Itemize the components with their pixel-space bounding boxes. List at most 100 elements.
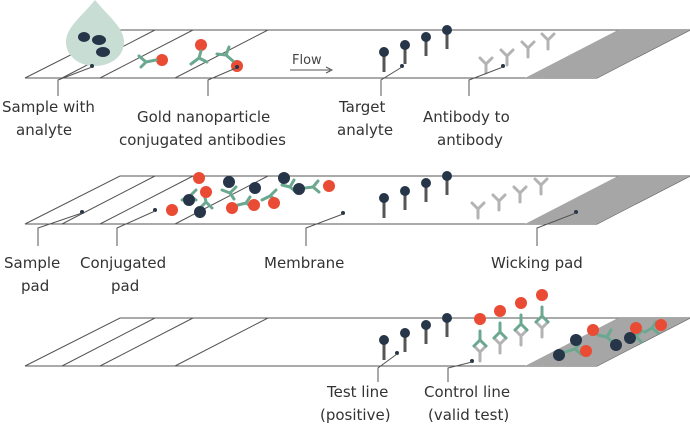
strip-3-outline: [24, 317, 690, 367]
strip-1: Flow: [24, 0, 690, 79]
control-antibody-icon: [520, 40, 536, 59]
label-wicking-pad: Wicking pad: [491, 254, 583, 272]
control-antibody-icon: [540, 32, 556, 51]
label-control-line-line2: (valid test): [428, 406, 509, 424]
flow-arrow-head-icon: [325, 66, 334, 74]
strip-1-control-line: [478, 32, 556, 75]
label-target-analyte-line2: analyte: [337, 121, 393, 139]
strip-1-test-line: [379, 25, 452, 72]
gold-nanoparticle: [200, 186, 212, 198]
analyte-marker: [293, 183, 305, 195]
analyte-marker: [553, 349, 565, 361]
control-antibody-icon: [478, 56, 494, 75]
label-control-line: Control line: [424, 383, 510, 401]
label-sample-pad-line2: pad: [21, 277, 49, 295]
analyte-marker: [278, 172, 290, 184]
analyte-marker: [442, 171, 452, 181]
antibody-3: [215, 45, 235, 63]
antibody-2: [189, 49, 209, 66]
strip-3-pad-divider-1: [61, 317, 156, 367]
conjugated-antibodies-group: [137, 39, 243, 72]
label-gold-nanoparticle-line2: conjugated antibodies: [119, 131, 286, 149]
analyte-marker: [223, 176, 235, 188]
strip-3-leader-lines: [377, 353, 473, 382]
strip-2-pad-divider-1: [61, 175, 156, 225]
gold-nanoparticle: [474, 313, 486, 325]
gold-nanoparticle: [226, 202, 238, 214]
gold-nanoparticle: [587, 324, 599, 336]
test-line-point: [400, 64, 404, 68]
analyte-marker: [400, 328, 410, 338]
label-sample-pad: Sample: [4, 254, 60, 272]
analyte-marker: [421, 32, 431, 42]
analyte-marker: [379, 47, 389, 57]
wicking-pad-complexes: [553, 319, 667, 361]
strip-1-leader-lines: [57, 66, 504, 96]
analyte-marker: [421, 320, 431, 330]
gold-nanoparticle: [536, 289, 548, 301]
analyte-marker: [421, 178, 431, 188]
strip-3-pad-divider-3: [174, 317, 269, 367]
gold-nanoparticle: [166, 204, 178, 216]
flow-label: Flow: [292, 53, 322, 68]
test-line-point: [395, 351, 399, 355]
strip-2-test-line: [379, 171, 452, 218]
analyte-marker: [400, 40, 410, 50]
drop-analyte-dot-3: [96, 47, 110, 57]
analyte-marker: [379, 193, 389, 203]
gold-nanoparticle: [268, 197, 280, 209]
label-conjugated-pad: Conjugated: [80, 254, 166, 272]
gold-nanoparticle: [494, 305, 506, 317]
label-test-line-line2: (positive): [320, 406, 391, 424]
strip-3-control-line: [470, 289, 550, 363]
strip-2-control-line: [470, 177, 549, 220]
strip-1-wicking-pad: [525, 30, 690, 78]
analyte-marker: [624, 332, 636, 344]
strip-2: [24, 171, 690, 225]
label-gold-nanoparticle: Gold nanoparticle: [137, 108, 270, 126]
strip-3: [24, 289, 690, 367]
gold-nanoparticle: [630, 322, 642, 334]
label-antibody-to-antibody-line2: antibody: [437, 131, 503, 149]
strip-2-leader-lines: [37, 210, 577, 246]
control-antibody-icon: [512, 185, 528, 204]
sample-drop-icon: [66, 0, 124, 66]
gold-nanoparticle: [248, 199, 260, 211]
drop-analyte-dot-2: [92, 35, 106, 45]
control-antibody-icon: [533, 177, 549, 196]
label-conjugated-pad-line2: pad: [111, 277, 139, 295]
strip-2-wicking-pad: [525, 176, 690, 224]
analyte-marker: [379, 335, 389, 345]
gold-nanoparticle: [655, 319, 667, 331]
bound-complexes-group: [166, 172, 335, 218]
strip-3-test-line: [379, 313, 452, 360]
drop-analyte-dot-1: [78, 32, 90, 42]
analyte-marker: [400, 186, 410, 196]
analyte-marker: [249, 182, 261, 194]
strip-2-pad-divider-2: [99, 175, 194, 225]
control-antibody-icon: [491, 193, 507, 212]
label-sample-with-analyte-line2: analyte: [16, 121, 72, 139]
control-antibody-icon: [499, 48, 515, 67]
analyte-marker: [194, 206, 206, 218]
label-membrane: Membrane: [264, 254, 344, 272]
analyte-marker: [442, 313, 452, 323]
analyte-marker: [183, 194, 195, 206]
analyte-marker: [610, 339, 622, 351]
antibody-1: [137, 54, 158, 69]
strip-1-pad-divider-2: [99, 29, 194, 79]
gold-nanoparticle: [193, 172, 205, 184]
control-antibody-icon: [470, 201, 486, 220]
label-sample-with-analyte: Sample with: [2, 98, 95, 116]
label-target-analyte: Target: [338, 98, 386, 116]
analyte-marker: [570, 334, 582, 346]
analyte-marker: [442, 25, 452, 35]
strip-3-pad-divider-2: [99, 317, 194, 367]
gold-nanoparticle-2: [195, 39, 207, 51]
gold-nanoparticle-1: [156, 54, 168, 66]
gold-nanoparticle: [515, 297, 527, 309]
label-test-line: Test line: [326, 383, 388, 401]
gold-nanoparticle: [580, 345, 592, 357]
gold-nanoparticle: [323, 180, 335, 192]
